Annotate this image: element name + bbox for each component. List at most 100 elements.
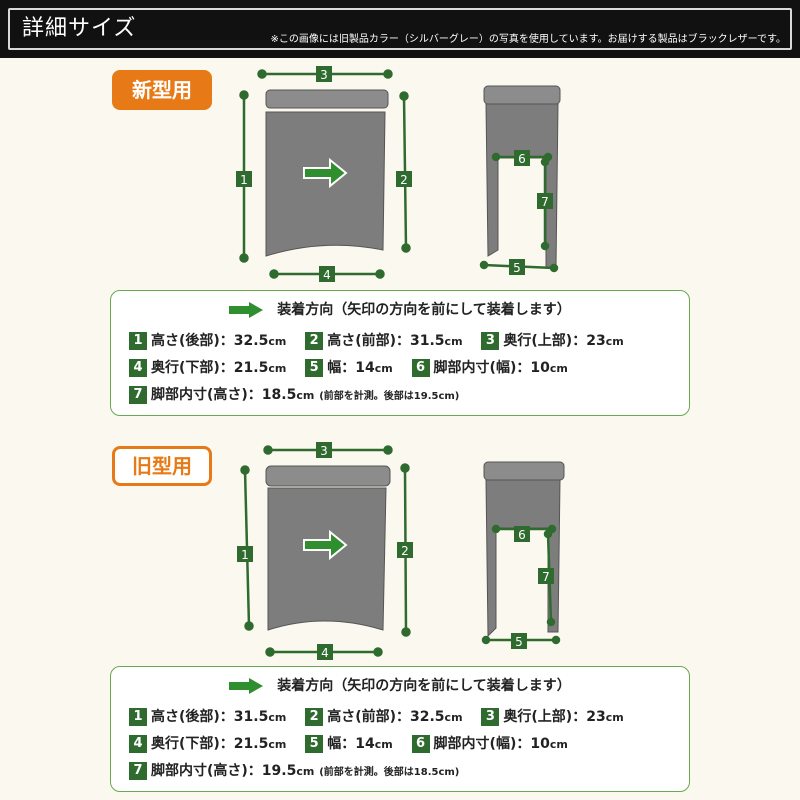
spec-unit: cm xyxy=(268,738,287,751)
spec-unit: cm xyxy=(549,362,568,375)
diagram-old-model: 3 1 2 4 6 7 5 xyxy=(237,442,565,660)
spec-value: 19.5 xyxy=(261,763,297,779)
dim-label-1: 1 xyxy=(241,548,249,562)
dim-box-2 xyxy=(397,542,413,558)
direction-text: 装着方向（矢印の方向を前にして装着します） xyxy=(111,299,689,319)
dim-label-1: 1 xyxy=(240,173,248,187)
header-frame xyxy=(8,8,792,50)
spec-value: 18.5 xyxy=(261,387,297,403)
spec-value: 14 xyxy=(355,360,375,376)
spec-number: 4 xyxy=(129,359,147,377)
spec-value: 10 xyxy=(530,360,550,376)
spec-unit: cm xyxy=(268,362,287,375)
dim-label-2: 2 xyxy=(400,173,408,187)
spec-number: 1 xyxy=(129,708,147,726)
direction-text: 装着方向（矢印の方向を前にして装着します） xyxy=(111,675,689,695)
spec-value: 21.5 xyxy=(233,736,269,752)
dim-label-3: 3 xyxy=(320,444,328,458)
dim-box-1 xyxy=(237,546,253,562)
direction-arrow-icon xyxy=(303,529,348,561)
spec-number: 3 xyxy=(481,708,500,726)
spec-label: 脚部内寸(高さ)： xyxy=(151,387,262,403)
spec-unit: cm xyxy=(444,711,463,724)
dim-box-4 xyxy=(319,266,335,282)
spec-label: 幅： xyxy=(327,360,356,376)
dim-box-3 xyxy=(316,66,332,82)
badge-new-model: 新型用 xyxy=(112,70,212,110)
dim-box-3 xyxy=(316,442,332,458)
armrest-front-body xyxy=(265,111,386,257)
spec-value: 32.5 xyxy=(410,709,445,725)
dim-label-3: 3 xyxy=(320,68,328,82)
spec-label: 高さ(前部)： xyxy=(327,333,410,349)
armrest-front-body xyxy=(267,487,387,631)
spec-number: 5 xyxy=(305,735,324,753)
spec-label: 脚部内寸(幅)： xyxy=(433,736,531,752)
dim-label-7: 7 xyxy=(541,195,549,209)
spec-note: (前部を計測。後部は19.5cm) xyxy=(319,391,460,402)
spec-unit: cm xyxy=(444,335,463,348)
spec-number: 7 xyxy=(129,762,147,780)
spec-label: 奥行(下部)： xyxy=(151,736,234,752)
dim-label-4: 4 xyxy=(323,268,331,282)
spec-unit: cm xyxy=(296,389,315,402)
dim-box-7 xyxy=(538,568,554,584)
armrest-side-lid xyxy=(483,461,565,481)
spec-value: 14 xyxy=(355,736,375,752)
header-bar: 詳細サイズ ※この画像には旧製品カラー（シルバーグレー）の写真を使用しています。… xyxy=(0,0,800,58)
dim-label-7: 7 xyxy=(542,570,550,584)
spec-unit: cm xyxy=(605,711,624,724)
spec-number: 3 xyxy=(481,332,500,350)
spec-label: 脚部内寸(高さ)： xyxy=(151,763,262,779)
spec-unit: cm xyxy=(374,362,393,375)
spec-label: 脚部内寸(幅)： xyxy=(433,360,531,376)
section-new-model: 新型用 3 1 2 4 xyxy=(0,0,800,416)
arrow-right-icon xyxy=(229,678,264,694)
armrest-front-lid xyxy=(265,89,389,109)
dim-label-2: 2 xyxy=(401,544,409,558)
spec-number: 7 xyxy=(129,386,147,404)
dim-box-7 xyxy=(537,193,553,209)
header-note: ※この画像には旧製品カラー（シルバーグレー）の写真を使用しています。お届けする製… xyxy=(270,34,786,45)
spec-note: (前部を計測。後部は18.5cm) xyxy=(319,767,460,778)
armrest-side-lid xyxy=(483,85,561,105)
spec-value: 32.5 xyxy=(233,333,269,349)
spec-unit: cm xyxy=(374,738,393,751)
dim-label-6: 6 xyxy=(518,528,526,542)
badge-old-model: 旧型用 xyxy=(112,446,212,486)
page-title: 詳細サイズ xyxy=(22,16,137,41)
spec-unit: cm xyxy=(268,335,287,348)
spec-value: 31.5 xyxy=(410,333,445,349)
spec-label: 高さ(前部)： xyxy=(327,709,410,725)
direction-label: 装着方向（矢印の方向を前にして装着します） xyxy=(277,302,571,318)
section-old-model: 旧型用 3 1 2 4 6 7 5 xyxy=(0,376,800,792)
dim-label-5: 5 xyxy=(515,635,523,649)
dim-label-4: 4 xyxy=(321,646,329,660)
dim-box-6 xyxy=(514,526,530,542)
spec-unit: cm xyxy=(296,765,315,778)
spec-value: 31.5 xyxy=(233,709,269,725)
dim-box-1 xyxy=(236,171,252,187)
spec-number: 1 xyxy=(129,332,147,350)
spec-number: 4 xyxy=(129,735,147,753)
spec-number: 2 xyxy=(305,332,324,350)
dim-box-6 xyxy=(514,150,530,166)
